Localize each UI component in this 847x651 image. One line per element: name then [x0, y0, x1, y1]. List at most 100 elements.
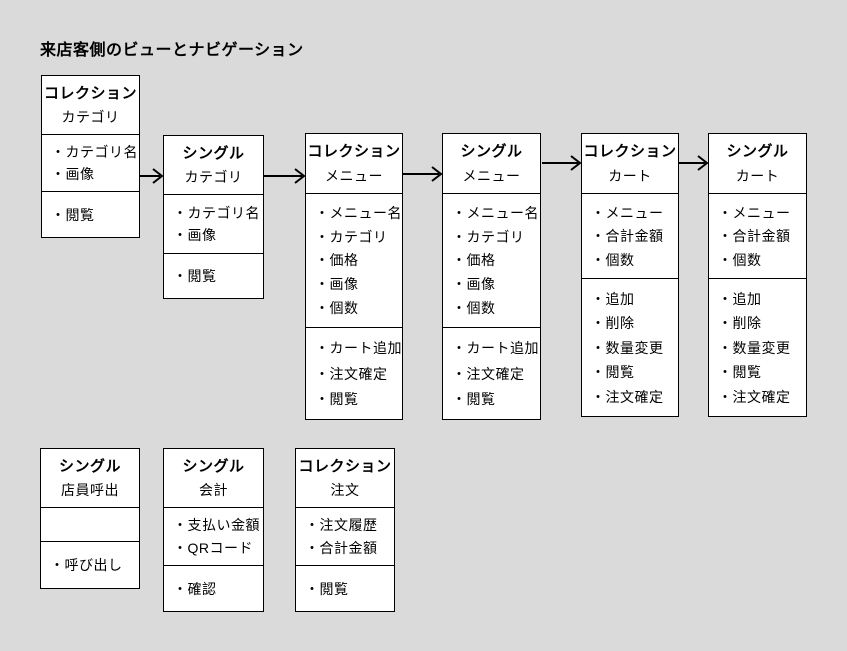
list-item: ・注文確定 [452, 365, 525, 382]
operations-list: ・確認 [164, 565, 263, 611]
list-item: ・メニュー名 [452, 204, 539, 221]
list-item: ・個数 [718, 251, 762, 268]
list-item: ・削除 [718, 315, 762, 331]
view-box-collection-order: コレクション 注文 ・注文履歴・合計金額 ・閲覧 [295, 448, 395, 612]
list-item: ・閲覧 [591, 364, 635, 380]
view-name-label: メニュー [462, 168, 521, 184]
view-type-label: コレクション [43, 84, 137, 102]
view-name-label: カート [608, 168, 652, 184]
view-box-collection-menu: コレクション メニュー ・メニュー名・カテゴリ・価格・画像・個数 ・カート追加・… [305, 133, 403, 420]
list-item: ・個数 [591, 251, 635, 268]
view-type-label: シングル [182, 144, 245, 162]
flow-arrow-category-to-single [140, 168, 164, 184]
list-item: ・削除 [591, 315, 635, 331]
attributes-list: ・メニュー名・カテゴリ・価格・画像・個数 [306, 193, 402, 327]
list-item: ・個数 [315, 300, 359, 317]
list-item: ・カテゴリ名 [51, 144, 138, 160]
attributes-list: ・メニュー名・カテゴリ・価格・画像・個数 [443, 193, 540, 327]
list-item: ・個数 [452, 300, 496, 317]
view-type-label: シングル [460, 143, 523, 160]
list-item: ・カテゴリ [452, 228, 525, 245]
list-item: ・追加 [591, 290, 635, 307]
list-item: ・支払い金額 [173, 517, 260, 534]
list-item: ・QRコード [173, 539, 253, 556]
list-item: ・呼び出し [50, 557, 123, 573]
view-name-label: カート [735, 168, 780, 184]
view-type-label: コレクション [298, 457, 392, 475]
view-box-header: シングル カテゴリ [164, 136, 263, 194]
attributes-list: ・メニュー・合計金額・個数 [709, 193, 806, 278]
view-box-header: コレクション メニュー [306, 134, 402, 193]
list-item: ・追加 [718, 290, 762, 307]
view-name-label: メニュー [325, 168, 383, 184]
list-item: ・合計金額 [591, 228, 664, 244]
list-item: ・閲覧 [452, 390, 496, 407]
list-item: ・メニュー [718, 204, 791, 221]
list-item: ・閲覧 [173, 268, 217, 284]
view-box-header: コレクション 注文 [296, 449, 394, 507]
list-item: ・カテゴリ [315, 228, 388, 245]
list-item: ・合計金額 [718, 228, 791, 244]
view-type-label: シングル [58, 457, 121, 475]
operations-list: ・閲覧 [42, 191, 139, 237]
operations-list: ・追加・削除・数量変更・閲覧・注文確定 [582, 278, 678, 416]
view-box-header: シングル 会計 [164, 449, 263, 507]
view-box-single-menu: シングル メニュー ・メニュー名・カテゴリ・価格・画像・個数 ・カート追加・注文… [442, 133, 541, 420]
flow-arrow-single-category-to-menu [264, 168, 306, 184]
page-title: 来店客側のビューとナビゲーション [40, 42, 304, 59]
view-box-header: シングル メニュー [443, 134, 540, 193]
list-item: ・価格 [452, 252, 496, 269]
operations-list: ・カート追加・注文確定・閲覧 [443, 327, 540, 419]
view-box-header: コレクション カテゴリ [42, 76, 139, 134]
view-box-single-staff-call: シングル 店員呼出 ・呼び出し [40, 448, 140, 589]
attributes-list: ・カテゴリ名・画像 [42, 134, 139, 191]
attributes-list: ・支払い金額・QRコード [164, 507, 263, 565]
list-item: ・数量変更 [718, 339, 791, 356]
view-box-collection-category: コレクション カテゴリ ・カテゴリ名・画像 ・閲覧 [41, 75, 140, 238]
view-box-header: シングル カート [709, 134, 806, 193]
list-item: ・閲覧 [718, 364, 762, 380]
view-name-label: カテゴリ [61, 109, 120, 126]
flow-arrow-cart-to-single [679, 155, 709, 171]
view-name-label: 会計 [199, 482, 228, 499]
view-name-label: 店員呼出 [61, 482, 119, 499]
list-item: ・閲覧 [305, 580, 349, 597]
list-item: ・画像 [51, 166, 95, 182]
view-box-single-cart: シングル カート ・メニュー・合計金額・個数 ・追加・削除・数量変更・閲覧・注文… [708, 133, 807, 417]
view-box-header: シングル 店員呼出 [41, 449, 139, 507]
list-item: ・注文履歴 [305, 517, 378, 534]
operations-list: ・閲覧 [296, 565, 394, 611]
view-box-collection-cart: コレクション カート ・メニュー・合計金額・個数 ・追加・削除・数量変更・閲覧・… [581, 133, 679, 417]
view-type-label: コレクション [583, 143, 677, 160]
list-item: ・メニュー [591, 204, 664, 221]
view-name-label: カテゴリ [184, 169, 243, 186]
attributes-list: ・注文履歴・合計金額 [296, 507, 394, 565]
view-box-single-checkout: シングル 会計 ・支払い金額・QRコード ・確認 [163, 448, 264, 612]
view-name-label: 注文 [330, 482, 360, 499]
attributes-list: ・カテゴリ名・画像 [164, 194, 263, 253]
flow-arrow-single-menu-to-cart [542, 155, 582, 171]
list-item: ・数量変更 [591, 339, 664, 356]
view-type-label: コレクション [307, 143, 401, 160]
attributes-list [41, 507, 139, 541]
list-item: ・確認 [173, 580, 217, 597]
list-item: ・注文確定 [718, 388, 791, 405]
list-item: ・注文確定 [591, 388, 664, 405]
list-item: ・閲覧 [51, 206, 95, 223]
list-item: ・カテゴリ名 [173, 204, 260, 221]
list-item: ・画像 [173, 227, 217, 244]
operations-list: ・カート追加・注文確定・閲覧 [306, 327, 402, 419]
list-item: ・価格 [315, 252, 359, 269]
attributes-list: ・メニュー・合計金額・個数 [582, 193, 678, 278]
list-item: ・閲覧 [315, 390, 359, 407]
list-item: ・画像 [315, 276, 359, 293]
view-type-label: シングル [182, 457, 245, 475]
list-item: ・画像 [452, 276, 496, 293]
operations-list: ・閲覧 [164, 253, 263, 298]
view-box-header: コレクション カート [582, 134, 678, 193]
view-box-single-category: シングル カテゴリ ・カテゴリ名・画像 ・閲覧 [163, 135, 264, 299]
list-item: ・注文確定 [315, 365, 388, 382]
view-type-label: シングル [726, 143, 789, 160]
list-item: ・カート追加 [315, 340, 402, 357]
